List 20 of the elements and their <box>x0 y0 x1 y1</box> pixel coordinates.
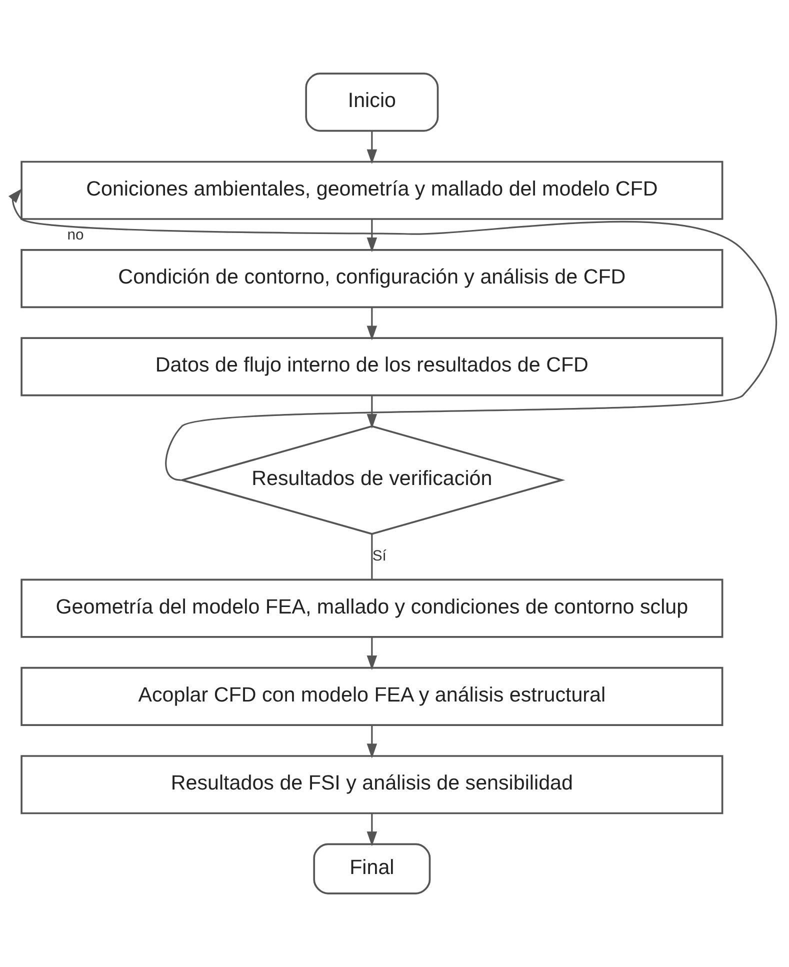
arrow <box>366 131 378 164</box>
node-box: Inicio <box>305 72 439 132</box>
node-box: Condición de contorno, configuración y análisis de CFD <box>20 249 724 308</box>
node-diamond: Resultados de verificación <box>178 425 566 535</box>
node-box: Geometría del modelo FEA, mallado y condiciones de contorno sclup <box>20 578 724 638</box>
arrow <box>366 725 378 758</box>
node-box: Final <box>313 843 431 894</box>
edge-label: no <box>67 227 84 244</box>
arrow <box>8 188 777 481</box>
node-box: Datos de flujo interno de los resultados de CFD <box>20 337 724 396</box>
arrow <box>366 396 378 429</box>
node-box: Acoplar CFD con modelo FEA y análisis estructural <box>20 666 724 726</box>
node-box: Coniciones ambientales, geometría y mallado del modelo CFD <box>20 160 724 220</box>
connector <box>371 534 373 580</box>
arrow <box>366 307 378 340</box>
arrow <box>366 814 378 846</box>
arrow <box>366 219 378 252</box>
edge-label: Sí <box>372 548 386 565</box>
arrow <box>366 637 378 670</box>
node-box: Resultados de FSI y análisis de sensibilidad <box>20 755 724 814</box>
